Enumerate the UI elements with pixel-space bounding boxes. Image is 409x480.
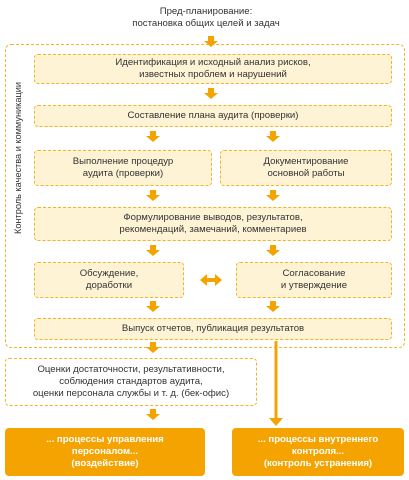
- hr-processes-box: ... процессы управления персоналом... (в…: [5, 428, 205, 476]
- connector-line: [269, 341, 283, 426]
- bidirectional-arrow-icon: [200, 274, 222, 286]
- evaluation-box: Оценки достаточности, результативности, …: [5, 358, 257, 406]
- audit-plan-box: Составление плана аудита (проверки): [34, 105, 392, 127]
- down-arrow-icon: [146, 36, 280, 420]
- documentation-box: Документирование основной работы: [220, 150, 392, 186]
- audit-execution-box: Выполнение процедур аудита (проверки): [34, 150, 212, 186]
- approval-box: Согласование и утверждение: [236, 262, 392, 298]
- preplanning-box: Пред-планирование: постановка общих целе…: [132, 6, 280, 29]
- internal-control-box: ... процессы внутреннего контроля... (ко…: [232, 428, 404, 476]
- quality-control-frame: [5, 44, 405, 348]
- report-issue-box: Выпуск отчетов, публикация результатов: [34, 318, 392, 340]
- risk-identification-box: Идентификация и исходный анализ рисков, …: [34, 54, 392, 84]
- conclusions-box: Формулирование выводов, результатов, рек…: [34, 207, 392, 241]
- discussion-box: Обсуждение, доработки: [34, 262, 184, 298]
